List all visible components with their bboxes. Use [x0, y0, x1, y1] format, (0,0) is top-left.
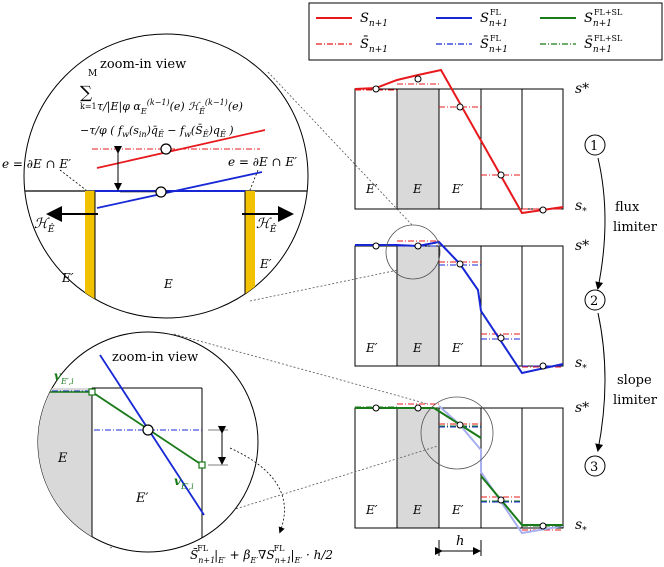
panel3-s-top: s*	[575, 400, 589, 416]
zoom1-formula-sum-body: τ/|E|φ αE(k−1)(e) ℋÊ(k−1)(e)	[97, 98, 243, 116]
panel1-s-bottom: s*	[575, 198, 587, 217]
panel-3: E′ E E′ s* s*	[354, 396, 589, 536]
panel-1: E′ E E′ s* s*	[354, 68, 589, 217]
panel3-label-eprime-left: E′	[365, 503, 378, 517]
h-label: h	[456, 534, 464, 549]
legend: Sn+1 Sn+1FL Sn+1FL+SL S̄n+1 S̄n+1FL S̄n+…	[308, 2, 663, 61]
panel-2: E′ E E′ s* s*	[354, 224, 589, 375]
zoom2-circle: zoom-in view vE′,i vE′,i E E′	[37, 331, 285, 553]
zoom1-anchor-circle	[385, 224, 441, 280]
zoom1-edge-left: e = ∂E ∩ E′	[2, 157, 71, 171]
panel3-s-bottom: s*	[575, 517, 587, 536]
step-1: 1	[590, 139, 598, 154]
zoom1-cell-right: E′	[259, 257, 272, 271]
panel2-s-top: s*	[575, 238, 589, 254]
panel2-s-bottom: s*	[575, 355, 587, 374]
panel2-label-eprime-right: E′	[451, 341, 464, 355]
step2-label-a: slope	[617, 373, 652, 388]
step-3: 3	[590, 460, 598, 475]
step1-label-b: limiter	[613, 220, 658, 235]
zoom2-vertex-top: vE′,i	[54, 369, 74, 386]
panel2-label-e: E	[412, 341, 422, 355]
panel3-label-e: E	[412, 503, 422, 517]
zoom2-cell-left: E	[57, 451, 68, 466]
panel1-label-eprime-left: E′	[365, 182, 378, 196]
zoom2-formula: S̄n+1FL|E′ + βE′∇Sn+1FL|E′ · h/2	[190, 544, 333, 565]
step-2: 2	[590, 294, 598, 309]
zoom2-anchor-circle	[420, 396, 494, 470]
panel3-label-eprime-right: E′	[451, 503, 464, 517]
zoom1-formula-line2: −τ/φ ( fw(sin)q̄Ê − fw(S̄Ê)qÊ )	[80, 124, 234, 139]
h-dimension: h	[435, 534, 482, 556]
step2-label-b: limiter	[613, 393, 658, 408]
panel2-label-eprime-left: E′	[365, 341, 378, 355]
zoom1-formula-sum: M ∑ k=1	[80, 66, 101, 111]
step1-label-a: flux	[615, 200, 640, 215]
zoom1-edge-right: e = ∂E ∩ E′	[228, 155, 297, 169]
zoom2-vertex-bottom: vE′,i	[174, 474, 194, 491]
zoom1-title: zoom-in view	[100, 57, 186, 72]
zoom2-title: zoom-in view	[112, 350, 198, 365]
panel1-label-e: E	[412, 182, 422, 196]
zoom1-cell-center: E	[163, 277, 173, 291]
zoom1-cell-left: E′	[61, 271, 74, 285]
zoom1-circle: zoom-in view M ∑ k=1 τ/|E|φ αE(k−1)(e) ℋ…	[2, 33, 309, 319]
zoom2-cell-right: E′	[135, 491, 148, 506]
panel1-label-eprime-right: E′	[451, 182, 464, 196]
panel1-s-top: s*	[575, 81, 589, 97]
step-flow: 1 flux limiter 2 slope limiter 3	[584, 134, 658, 477]
